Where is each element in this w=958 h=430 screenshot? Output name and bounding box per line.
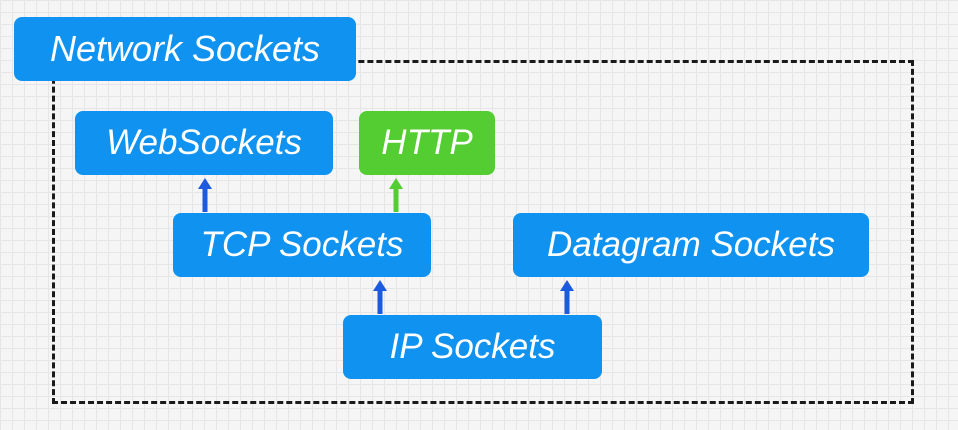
tcp-sockets-node: TCP Sockets	[173, 213, 431, 277]
arrow-ip-to-tcp	[373, 280, 387, 314]
arrow-tcp-to-http	[389, 178, 403, 212]
http-node: HTTP	[359, 111, 495, 175]
network-sockets-title: Network Sockets	[14, 17, 356, 81]
network-sockets-dashed-frame	[52, 60, 914, 404]
ip-sockets-node: IP Sockets	[343, 315, 602, 379]
datagram-sockets-node: Datagram Sockets	[513, 213, 869, 277]
arrow-ip-to-datagram	[560, 280, 574, 314]
arrow-tcp-to-websockets	[198, 178, 212, 212]
websockets-node: WebSockets	[75, 111, 333, 175]
